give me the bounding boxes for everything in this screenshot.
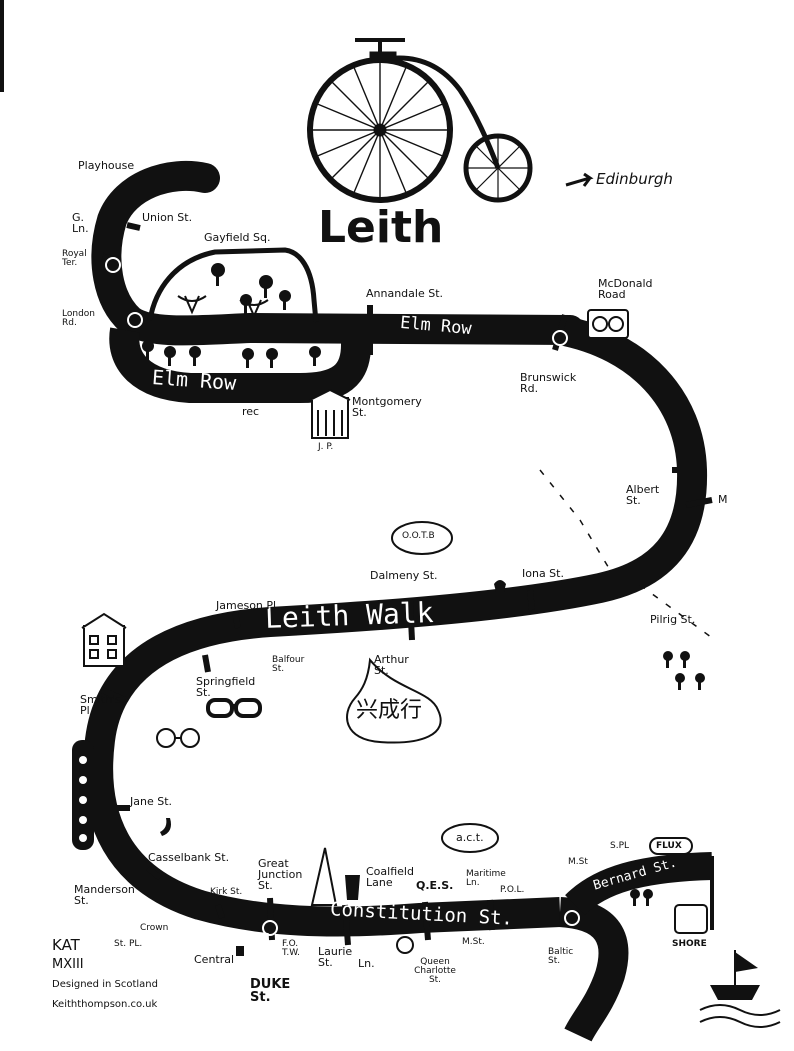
label-m-st-top: M.St [568,857,588,867]
label-london-rd: London Rd. [62,309,95,328]
label-jane-st: Jane St. [130,795,173,808]
flux-box-icon [649,837,693,855]
sail-icon [310,847,338,906]
label-springfield-st: Springfield St. [196,675,256,699]
label-s-pl: S.PL [610,841,630,851]
chinese-shop-bubble [346,657,442,744]
label-casselbank-st: Casselbank St. [148,851,230,864]
credit-website: Keiththompson.co.uk [52,999,158,1010]
label-queen-charlotte-st: Queen Charlotte St. [414,957,456,985]
station-circle-icons [105,257,580,936]
reading-glasses-icon [156,728,200,748]
path-dashed-line [539,469,611,571]
road-elm-row-lower-line [109,318,371,403]
label-laurie-st: Laurie St. [318,945,353,969]
ootb-palette-icon [391,521,453,555]
label-act: a.c.t. [456,831,484,844]
label-m: M [718,493,728,506]
label-annandale-st: Annandale St. [366,287,444,300]
label-m-st: M.St. [462,937,485,947]
penny-farthing-icon [307,38,533,203]
fountain-icons [177,295,269,319]
direction-arrow-icon [565,172,594,187]
credit-designed: Designed in Scotland [52,979,158,990]
label-g-ln: G. Ln. [72,211,89,235]
label-balfour-st: Balfour St. [272,655,305,674]
label-jameson-pl: Jameson Pl. [216,599,280,612]
map-title: Leith [318,202,444,253]
spectacles-icon [206,698,262,718]
label-mcdonald-road: McDonald Road [598,277,653,301]
building-icons [81,309,708,934]
credit-initials: KAT [52,936,80,954]
label-flux: FLUX [656,841,682,851]
label-manderson-st: Manderson St. [74,883,135,907]
label-playhouse: Playhouse [78,159,135,172]
label-maritime-ln: Maritime Ln. [466,869,506,888]
label-dalmeny-st: Dalmeny St. [370,569,438,582]
label-shore: SHORE [672,939,707,949]
page-edge-mark [0,0,4,92]
label-coalfield-lane: Coalfield Lane [366,865,414,889]
label-pilrig-st: Pilrig St. [650,613,696,626]
label-qes: Q.E.S. [416,879,454,892]
label-brunswick-rd: Brunswick Rd. [520,371,577,395]
ship-icon [699,950,781,1028]
smiths-place-column [72,740,94,850]
label-pol: P.O.L. [500,885,525,895]
act-bubble-icon [441,823,499,853]
label-chinese-sign: 兴成行 [356,698,423,723]
label-union-st: Union St. [142,211,193,224]
road-label-leith-walk: Leith Walk [264,596,435,635]
label-royal-ter: Royal Ter. [62,249,87,268]
label-fotw: F.O. T.W. [282,939,301,958]
label-baltic-st: Baltic St. [548,947,574,966]
label-ootb: O.O.T.B [402,531,435,541]
label-gayfield-sq: Gayfield Sq. [204,231,271,244]
label-arthur-st: Arthur St. [374,653,409,677]
label-rec: rec [242,405,260,418]
road-constitution-line [558,897,629,1042]
label-crown: Crown [140,923,169,933]
label-albert-st: Albert St. [626,483,660,507]
direction-label: Edinburgh [596,170,673,188]
label-st-pl: St. PL. [114,939,143,949]
label-jp: J. P. [318,442,334,452]
side-street-ticks [94,222,713,946]
label-montgomery-st: Montgomery St. [352,395,422,419]
misc-small-icons [92,252,506,956]
credit-year: MXIII [52,957,84,972]
label-central: Central [194,953,235,966]
column-dots [79,756,87,842]
road-elm-row-upper-line [91,160,585,346]
label-iona-st: Iona St. [522,567,564,580]
label-ln: Ln. [358,957,375,970]
gayfield-park-outline [147,247,319,323]
road-bernard-line [565,852,713,916]
label-great-junction-st: Great Junction St. [258,857,303,892]
label-duke-st: DUKE St. [250,977,291,1005]
label-kirk-st: Kirk St. [210,887,243,897]
label-smiths-pl: Smith's Pl. [80,693,121,717]
road-label-elm-row-lower: Elm Row [151,365,238,395]
